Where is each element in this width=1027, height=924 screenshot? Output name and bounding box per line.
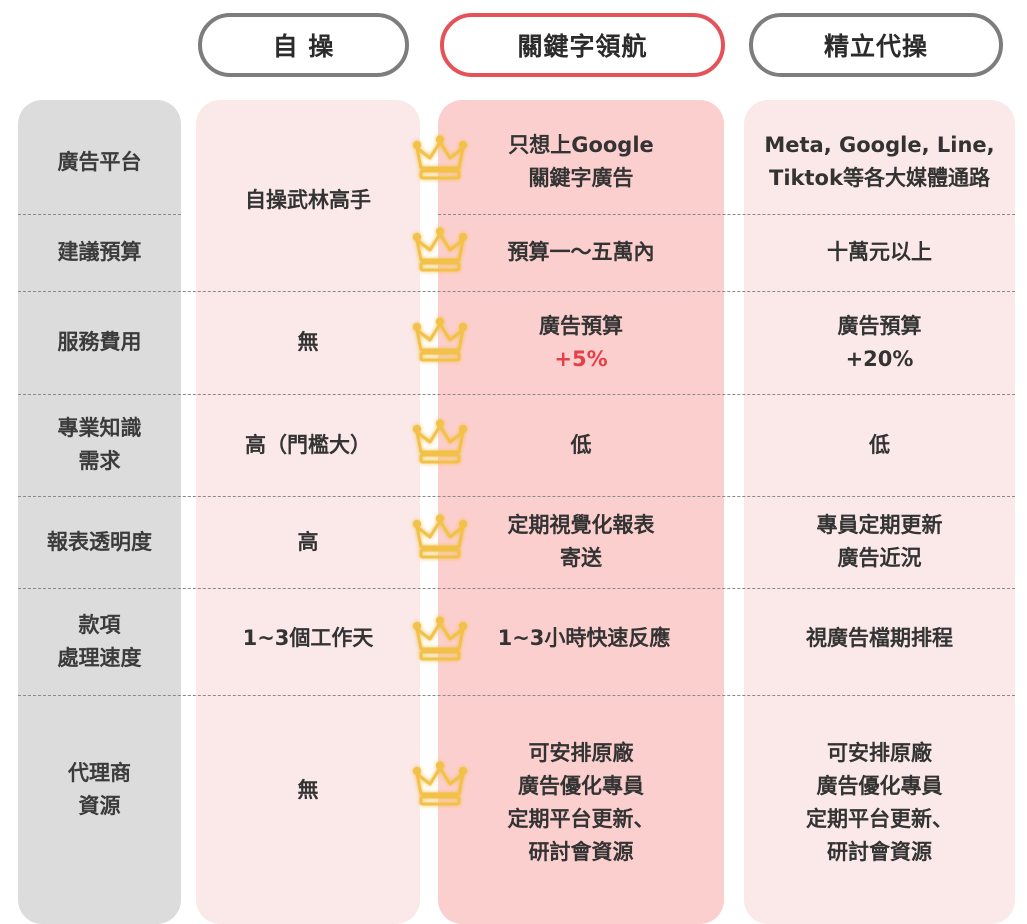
self-column [196, 100, 420, 924]
pro-cell: 廣告預算 +20% [837, 313, 922, 371]
row-label: 代理商 資源 [68, 761, 131, 818]
pro-cell: 十萬元以上 [827, 240, 932, 264]
label-column [18, 100, 181, 924]
row-divider [18, 214, 181, 215]
keyword-column [438, 100, 724, 924]
header-keyword: 關鍵字領航 [440, 13, 725, 77]
self-cell: 高（門檻大） [245, 432, 371, 457]
row-divider [18, 695, 1015, 696]
keyword-cell: 可安排原廠 廣告優化專員 定期平台更新、 研討會資源 [507, 741, 655, 864]
row-label: 專業知識 需求 [57, 416, 142, 473]
row-divider [438, 214, 1015, 215]
self-cell: 無 [297, 330, 319, 354]
row-divider [18, 291, 1015, 292]
row-label: 廣告平台 [57, 149, 142, 174]
pro-cell: 視廣告檔期排程 [806, 625, 953, 650]
crown-icon [411, 615, 469, 665]
crown-icon [411, 316, 469, 366]
pro-cell: 低 [869, 432, 890, 457]
row-divider [18, 394, 1015, 395]
row-label: 報表透明度 [47, 529, 152, 554]
header-pro: 精立代操 [749, 13, 1003, 77]
keyword-cell: 定期視覺化報表 寄送 [507, 513, 655, 570]
pro-cell: 可安排原廠 廣告優化專員 定期平台更新、 研討會資源 [806, 741, 953, 864]
self-cell: 無 [297, 777, 319, 802]
row-label: 建議預算 [57, 240, 142, 264]
crown-icon [411, 226, 469, 276]
pro-column [744, 100, 1015, 924]
header-self: 自 操 [198, 13, 409, 77]
crown-icon [411, 418, 469, 468]
crown-icon [411, 760, 469, 810]
keyword-cell: 預算一～五萬內 [507, 240, 655, 264]
keyword-cell-text: 廣告預算 [539, 313, 623, 338]
self-cell: 高 [297, 529, 319, 554]
keyword-cell: 廣告預算 +5% [438, 291, 724, 394]
crown-icon [411, 513, 469, 563]
pro-cell: Meta, Google, Line, Tiktok等各大媒體通路 [764, 133, 995, 190]
keyword-cell: 1~3小時快速反應 [497, 625, 671, 650]
keyword-fee-accent: +5% [554, 346, 608, 371]
row-label: 款項 處理速度 [57, 612, 142, 670]
row-divider [18, 496, 1015, 497]
self-cell: 自操武林高手 [245, 188, 371, 212]
row-divider [18, 588, 1015, 589]
keyword-cell: 低 [570, 432, 592, 457]
row-label: 服務費用 [57, 330, 142, 354]
pro-cell: 專員定期更新 廣告近況 [816, 513, 943, 570]
self-cell: 1~3個工作天 [242, 625, 374, 650]
keyword-cell: 只想上Google 關鍵字廣告 [508, 133, 654, 190]
crown-icon [411, 134, 469, 184]
